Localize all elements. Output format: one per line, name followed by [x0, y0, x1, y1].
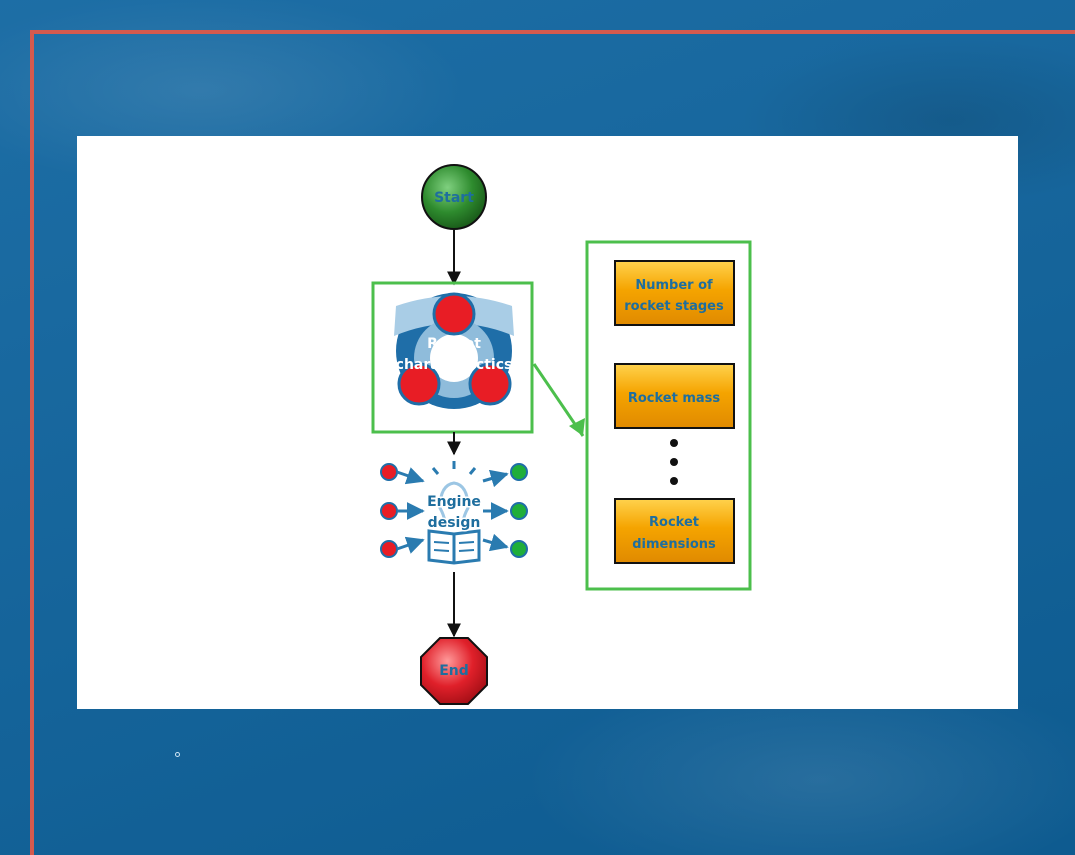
rocket-characteristics-icon: [394, 292, 514, 409]
param-box-mass: Rocket mass: [614, 363, 735, 429]
param-stages-line1: Number of: [635, 278, 713, 293]
param-stages-line2: rocket stages: [624, 299, 724, 314]
frame-left-line: [30, 30, 34, 855]
param-dimensions-line2: dimensions: [632, 537, 716, 552]
parameters-panel: [585, 240, 752, 591]
flowchart: Start Rocket characterictics: [371, 164, 752, 705]
diagram-panel: Start Rocket characterictics: [77, 136, 1018, 709]
param-mass: Rocket mass: [628, 391, 721, 406]
param-box-stages: Number of rocket stages: [614, 260, 735, 326]
engine-design-icon: [380, 461, 528, 565]
highlight-connector-arrowhead: [569, 418, 585, 436]
rocket-characteristics-highlight: [371, 281, 534, 434]
start-node: Start: [421, 164, 487, 230]
start-label: Start: [434, 190, 474, 206]
rocket-label-line1: Rocket: [427, 336, 481, 352]
end-node: End: [420, 637, 488, 705]
decorative-dot: [175, 752, 180, 757]
rocket-label-line2: characterictics: [396, 357, 513, 373]
engine-label-line1: Engine: [427, 494, 481, 510]
frame-top-line: [30, 30, 1075, 34]
lightbulb-icon: [431, 461, 477, 524]
engine-label-line2: design: [428, 515, 481, 531]
param-dimensions-line1: Rocket: [649, 515, 699, 530]
ellipsis-dots: [670, 439, 678, 485]
param-box-dimensions: Rocket dimensions: [614, 498, 735, 564]
end-label: End: [439, 663, 469, 679]
